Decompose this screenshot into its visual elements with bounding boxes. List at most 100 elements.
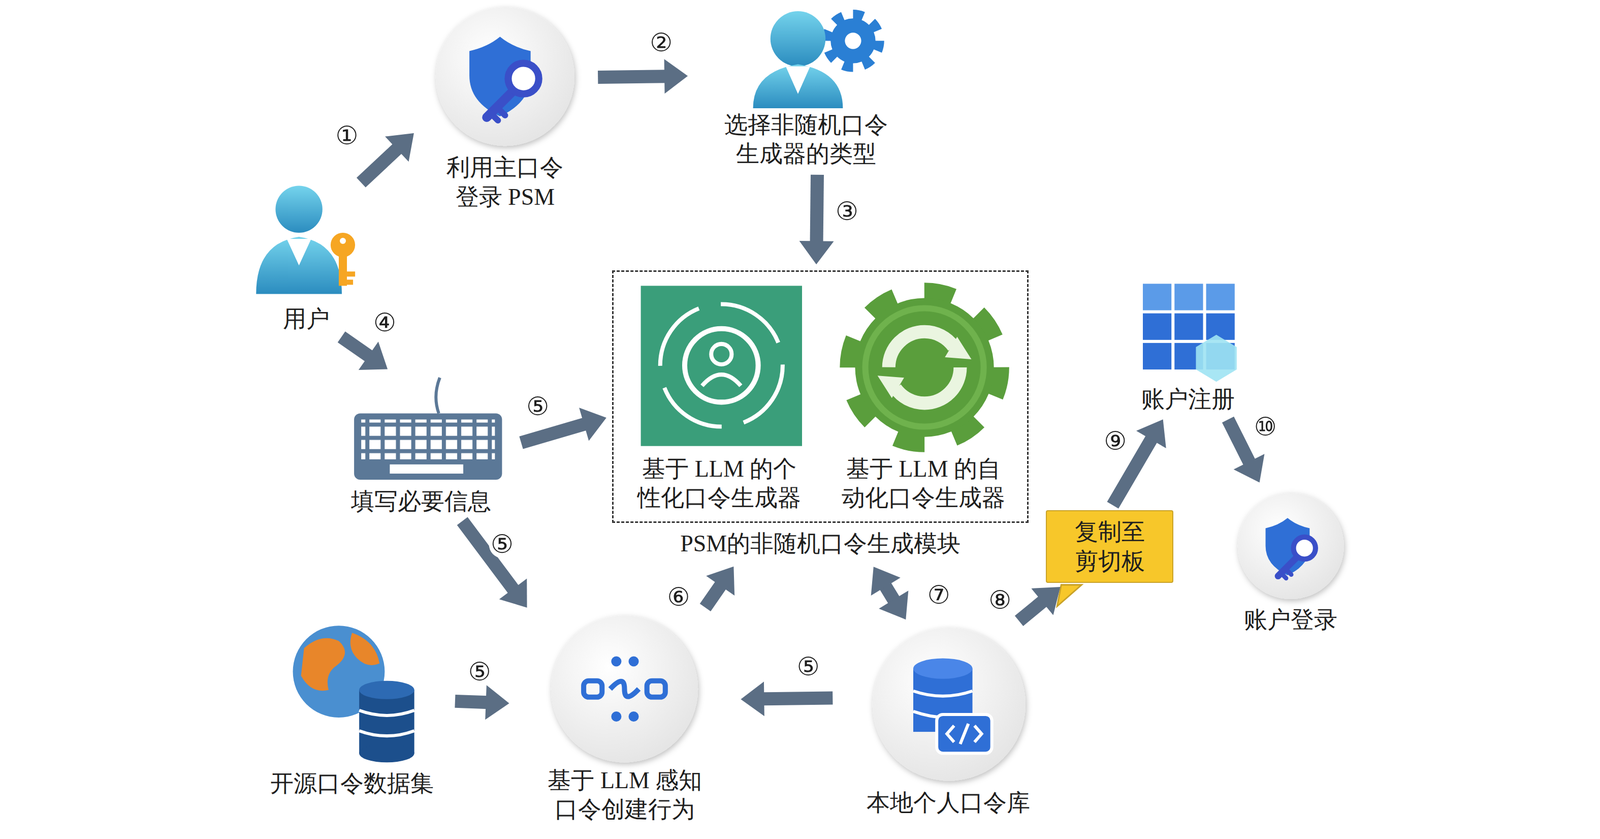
arrow-head bbox=[706, 566, 735, 596]
arrow-shaft bbox=[521, 423, 587, 443]
login-icon bbox=[1237, 492, 1344, 599]
callout-number: ⑩ bbox=[1252, 412, 1279, 441]
callout-number: ⑤ bbox=[466, 657, 493, 686]
node-label: 基于 LLM 感知 口令创建行为 bbox=[542, 765, 707, 824]
node-label: 基于 LLM 的个 性化口令生成器 bbox=[632, 454, 806, 513]
arrow-head bbox=[485, 684, 509, 720]
icon-node: 基于 LLM 的个 性化口令生成器 bbox=[622, 282, 817, 513]
callout-number: ④ bbox=[371, 308, 398, 337]
node-label: 用户 bbox=[282, 304, 330, 334]
dataset-icon bbox=[293, 625, 415, 762]
arrow-shaft bbox=[1228, 419, 1251, 464]
arrow-shaft bbox=[816, 174, 818, 244]
module-heading: PSM的非随机口令生成模块 bbox=[612, 528, 1029, 559]
callout-tail bbox=[1057, 584, 1082, 606]
arrow-head bbox=[358, 341, 388, 370]
callout-number: ② bbox=[648, 28, 675, 57]
callout-number: ③ bbox=[834, 197, 860, 226]
icon-space bbox=[254, 627, 450, 768]
arrow-head bbox=[871, 566, 901, 596]
icon-space bbox=[326, 372, 516, 487]
callout-number: ⑦ bbox=[925, 581, 952, 609]
arrow-head bbox=[1136, 419, 1167, 448]
icon-node: 开源口令数据集 bbox=[254, 627, 450, 798]
flow-arrow bbox=[462, 520, 527, 607]
arrow-head bbox=[579, 407, 607, 441]
grid-cell bbox=[1174, 283, 1203, 310]
icon-node: 选择非随机口令 生成器的类型 bbox=[693, 0, 919, 169]
callout-number: ⑨ bbox=[1102, 427, 1129, 455]
node-label: 基于 LLM 的自 动化口令生成器 bbox=[837, 454, 1010, 513]
icon-space bbox=[249, 183, 363, 305]
arrow-shaft bbox=[455, 700, 489, 702]
arrow-head bbox=[385, 133, 414, 162]
grid-cell bbox=[1142, 313, 1172, 340]
node-label: 填写必要信息 bbox=[350, 486, 492, 517]
node-label: 利用主口令 登录 PSM bbox=[439, 152, 571, 212]
arrow-head bbox=[799, 240, 835, 265]
arrow-head bbox=[1031, 586, 1061, 615]
arrow-head bbox=[878, 590, 909, 620]
arrow-head bbox=[740, 681, 764, 716]
flow-arrow bbox=[705, 566, 735, 608]
callout-number: ⑧ bbox=[986, 586, 1013, 614]
arrow-shaft bbox=[1018, 599, 1044, 621]
grid-cell bbox=[1206, 313, 1235, 340]
personalized-generator-icon bbox=[641, 285, 803, 446]
icon-space bbox=[418, 5, 593, 153]
module-group: PSM的非随机口令生成模块 基于 LLM 的个 性化口令生成器基于 LLM 的自 … bbox=[612, 270, 1029, 562]
flow-arrow bbox=[341, 336, 388, 370]
flow-arrow bbox=[361, 133, 414, 183]
flow-arrow bbox=[455, 684, 510, 720]
callout-box: 复制至 剪切板 bbox=[1045, 509, 1174, 583]
icon-space bbox=[693, 0, 919, 111]
icon-space bbox=[1219, 487, 1363, 605]
arrow-shaft bbox=[341, 336, 371, 358]
arrow-shaft bbox=[705, 583, 722, 608]
user-gear-icon bbox=[753, 11, 879, 109]
icon-node: 基于 LLM 感知 口令创建行为 bbox=[515, 612, 735, 824]
callout-number: ⑤ bbox=[524, 392, 551, 421]
node-label: 账户登录 bbox=[1243, 604, 1338, 635]
icon-node: 账户登录 bbox=[1219, 487, 1363, 635]
icon-node: 利用主口令 登录 PSM bbox=[418, 5, 593, 212]
callout-number: ⑥ bbox=[665, 583, 692, 611]
node-label: 选择非随机口令 生成器的类型 bbox=[717, 110, 895, 169]
flow-arrow bbox=[799, 174, 835, 265]
callout-number: ⑤ bbox=[489, 530, 516, 558]
flow-arrow bbox=[871, 566, 909, 620]
icon-space bbox=[622, 282, 817, 455]
arrow-shaft bbox=[597, 76, 667, 78]
grid-cell bbox=[1142, 283, 1172, 310]
arrow-head bbox=[664, 58, 688, 94]
icon-space bbox=[838, 624, 1059, 788]
grid-cell bbox=[1142, 342, 1172, 370]
automated-generator-icon bbox=[850, 293, 998, 441]
local-library-icon bbox=[872, 627, 1026, 781]
arrow-shaft bbox=[884, 584, 895, 601]
llm-behaviour-icon bbox=[551, 615, 698, 762]
callout-number: ① bbox=[334, 121, 361, 150]
dashed-border bbox=[612, 270, 1029, 523]
grid-cell bbox=[1206, 283, 1235, 310]
flow-arrow bbox=[740, 681, 833, 716]
node-label: 开源口令数据集 bbox=[270, 768, 434, 798]
flow-arrow bbox=[1018, 586, 1061, 621]
node-label: 复制至 剪切板 bbox=[1067, 517, 1152, 576]
arrow-head bbox=[499, 578, 528, 608]
icon-node: 基于 LLM 的自 动化口令生成器 bbox=[824, 282, 1023, 513]
keyboard-icon bbox=[354, 377, 502, 480]
grid-cell bbox=[1174, 313, 1203, 340]
callout-number: ⑤ bbox=[795, 652, 822, 681]
icon-node: 本地个人口令库 bbox=[838, 624, 1059, 817]
arrow-head bbox=[1233, 453, 1265, 483]
icon-space bbox=[824, 282, 1023, 455]
icon-node: 用户 bbox=[249, 183, 363, 334]
flow-arrow bbox=[597, 58, 688, 94]
registration-icon bbox=[1142, 283, 1237, 382]
node-label: 账户注册 bbox=[1141, 384, 1235, 414]
user-icon bbox=[256, 185, 356, 295]
icon-space bbox=[515, 612, 735, 765]
icon-space bbox=[1114, 280, 1263, 385]
